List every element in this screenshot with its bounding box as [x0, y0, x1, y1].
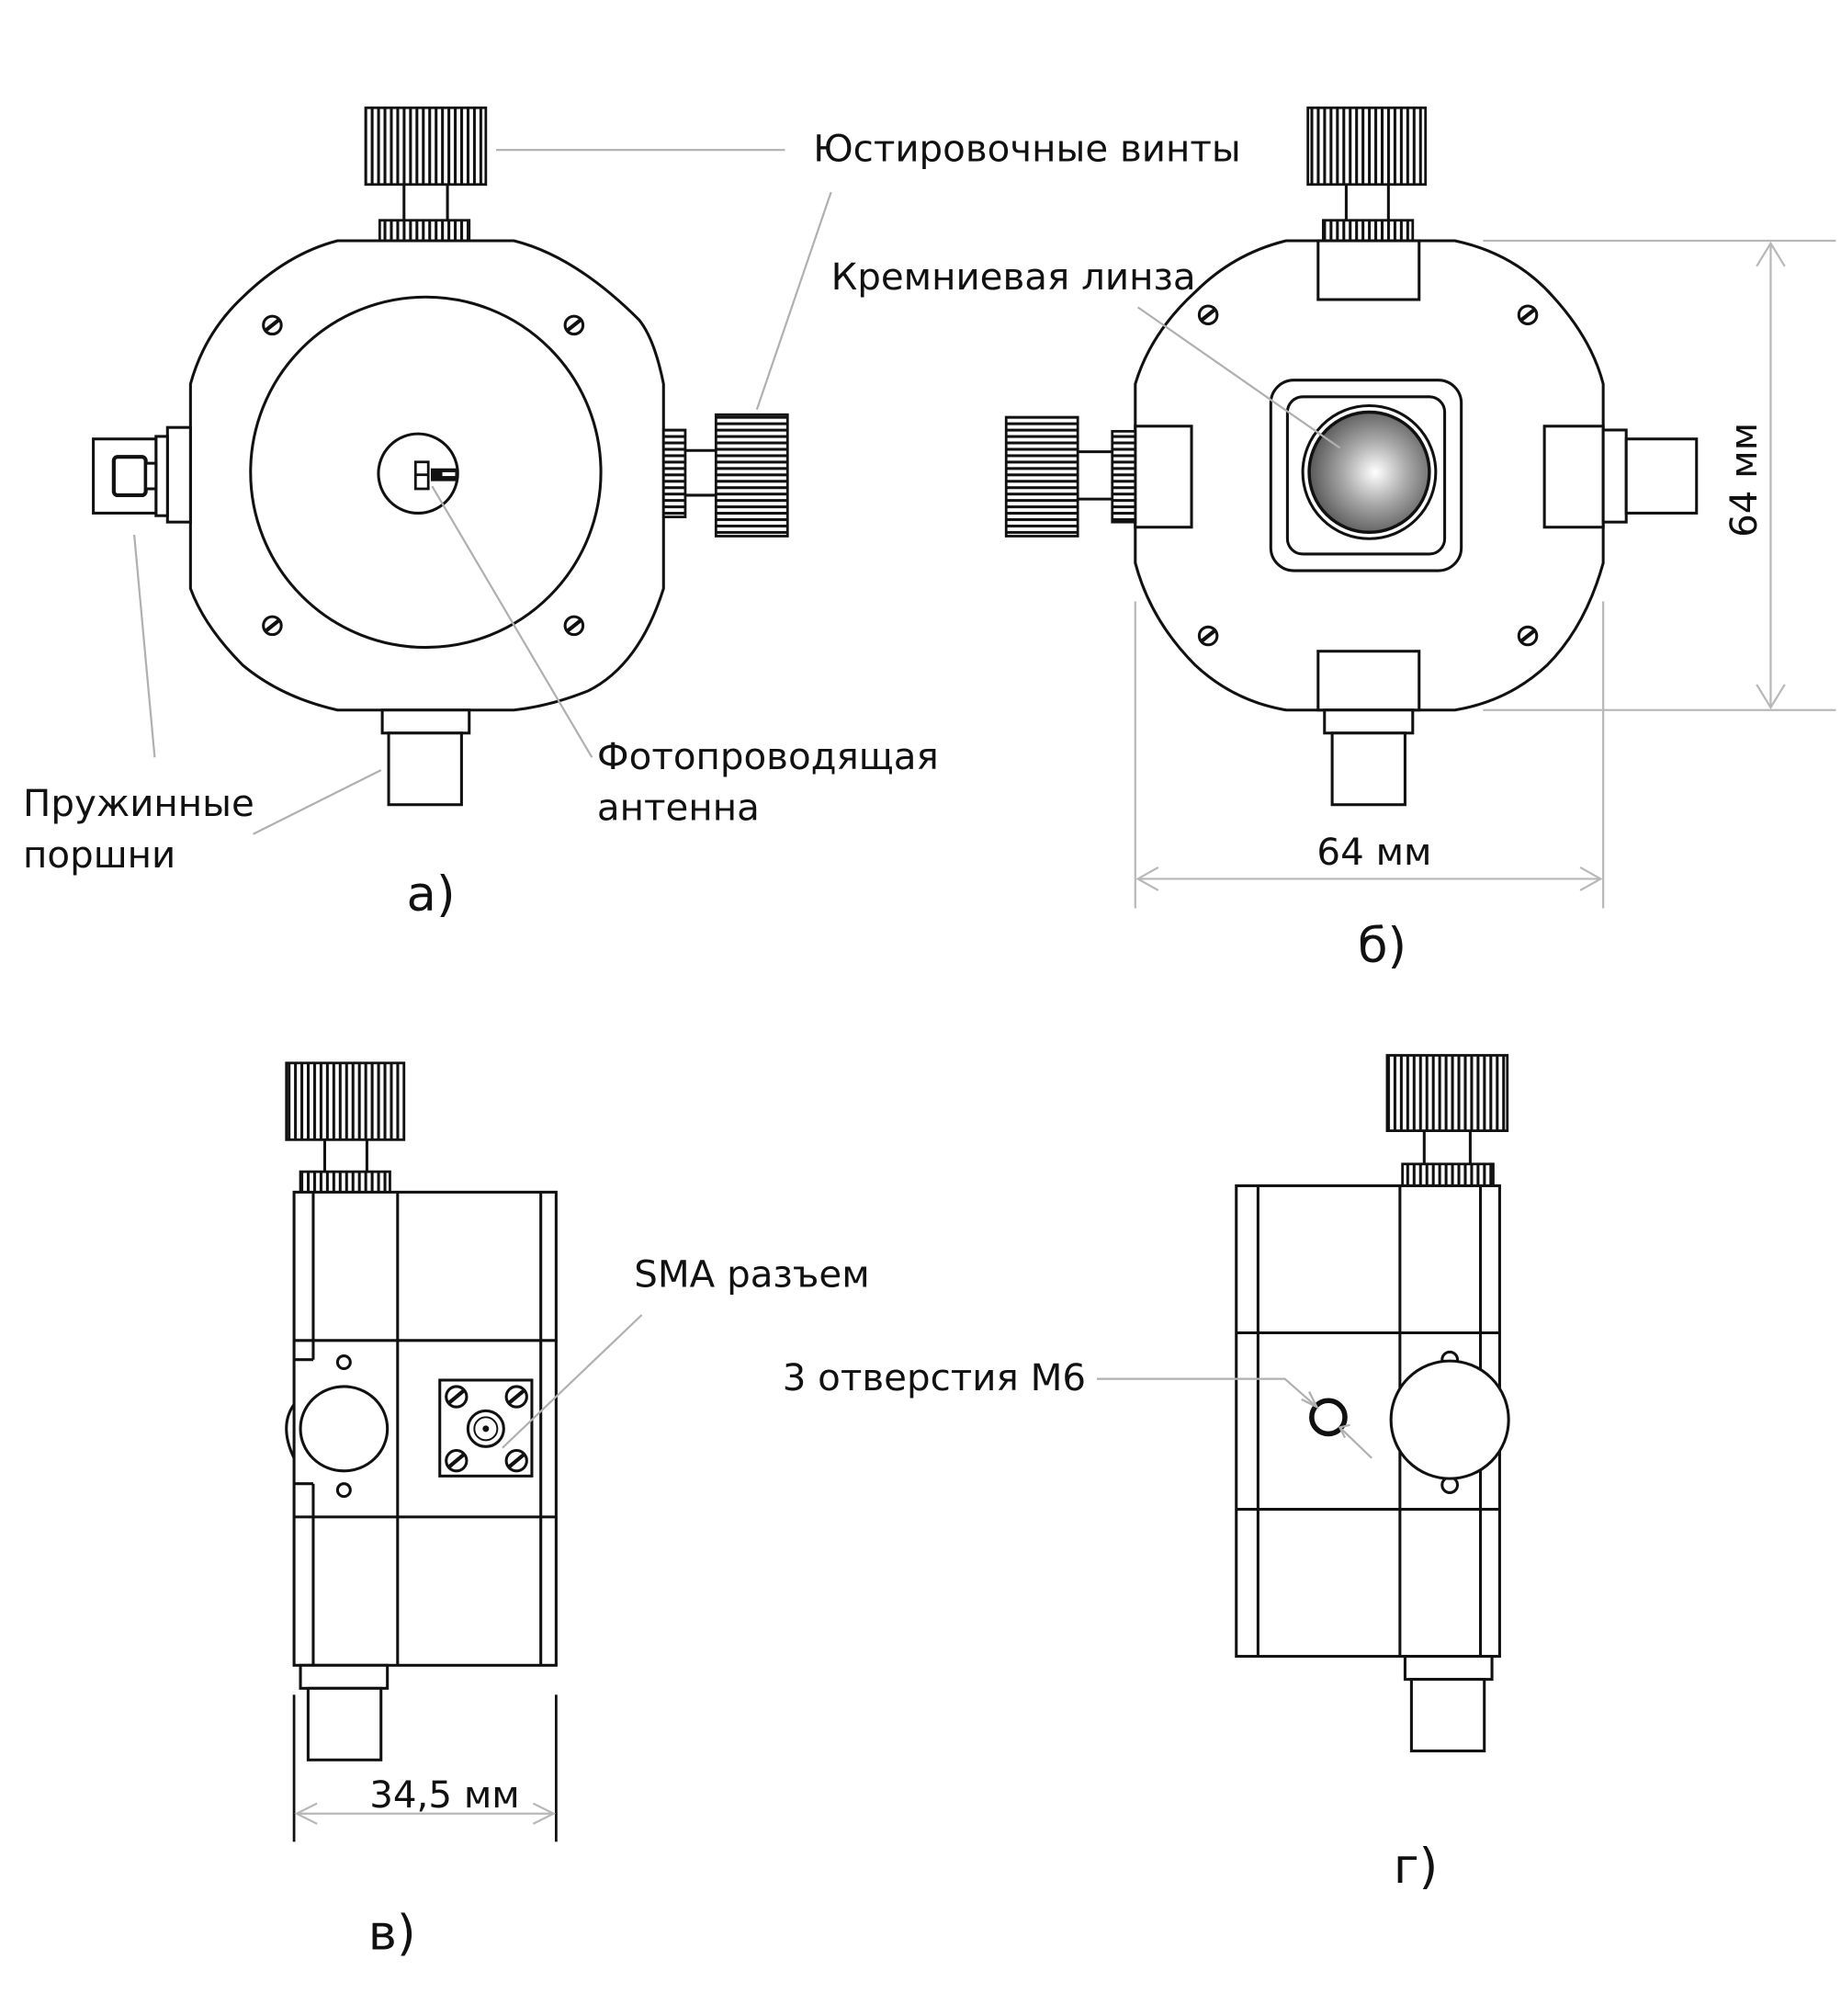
- lens-mount: [1389, 1350, 1510, 1494]
- adjust-screw-top: [285, 1061, 406, 1194]
- dimension-height-label: 64 мм: [1722, 423, 1766, 538]
- clamp-left: [1134, 425, 1193, 529]
- adjust-screw-top: [1385, 1054, 1509, 1187]
- front-ring: [249, 295, 603, 650]
- side-view-right: г): [1097, 1054, 1510, 1895]
- front-view: а): [92, 106, 832, 923]
- spring-piston-bottom: [1323, 708, 1415, 807]
- view-tag-b: б): [1358, 918, 1406, 974]
- view-tag-d: г): [1394, 1839, 1438, 1895]
- leader-sma: [502, 1314, 643, 1449]
- spring-piston-bottom: [380, 708, 471, 807]
- leader-adjust-screws-b: [755, 191, 832, 411]
- adjust-screw-top: [1306, 106, 1428, 243]
- label-antenna-2: антенна: [597, 786, 760, 829]
- spring-piston-left: [92, 425, 192, 524]
- antenna-window: [377, 432, 459, 515]
- dimension-width: 64 мм: [1134, 601, 1605, 909]
- label-spring-pistons-1: Пружинные: [23, 782, 254, 825]
- view-tag-a: а): [407, 866, 456, 923]
- sma-connector: [438, 1378, 534, 1478]
- label-m6-holes: 3 отверстия М6: [783, 1356, 1086, 1399]
- dimension-depth-label: 34,5 мм: [369, 1773, 520, 1817]
- clamp-top: [1316, 239, 1421, 301]
- lens-mount-window: [299, 1385, 390, 1473]
- dimension-height: 64 мм: [1483, 239, 1836, 711]
- lens-holder: [1269, 379, 1463, 572]
- dimension-width-label: 64 мм: [1316, 831, 1431, 874]
- leader-holes: [1097, 1377, 1318, 1409]
- m6-hole: [1309, 1398, 1348, 1437]
- label-antenna-1: Фотопроводящая: [597, 735, 939, 778]
- label-spring-pistons-2: поршни: [23, 833, 175, 877]
- dimension-depth: 34,5 мм: [292, 1694, 558, 1842]
- spring-piston-bottom: [1403, 1655, 1494, 1753]
- clamp-bottom: [1316, 650, 1421, 712]
- leader-silicon-lens: [1136, 306, 1341, 449]
- back-view: 64 мм 64 мм б): [1004, 106, 1836, 974]
- adjust-screw-top: [364, 106, 488, 243]
- view-tag-c: в): [368, 1905, 416, 1961]
- side-view-left: 34,5 мм в): [285, 1061, 643, 1961]
- mounting-screws: [262, 314, 585, 637]
- leader-piston-bottom: [253, 769, 382, 835]
- label-sma-connector: SMA разъем: [634, 1252, 869, 1296]
- leader-antenna: [431, 485, 593, 758]
- clamp-right: [1542, 425, 1605, 529]
- mounting-screws: [1197, 304, 1539, 647]
- silicon-lens: [1307, 410, 1431, 535]
- adjust-screw-left: [1004, 415, 1137, 538]
- label-silicon-lens: Кремниевая линза: [831, 255, 1196, 299]
- spring-piston-right: [1601, 428, 1699, 524]
- spring-piston-bottom: [299, 1663, 390, 1761]
- photoconductive-antenna-chip: [413, 460, 457, 491]
- leader-piston-left: [133, 534, 156, 758]
- label-adjust-screws: Юстировочные винты: [813, 128, 1241, 171]
- adjust-screw-right: [661, 413, 789, 538]
